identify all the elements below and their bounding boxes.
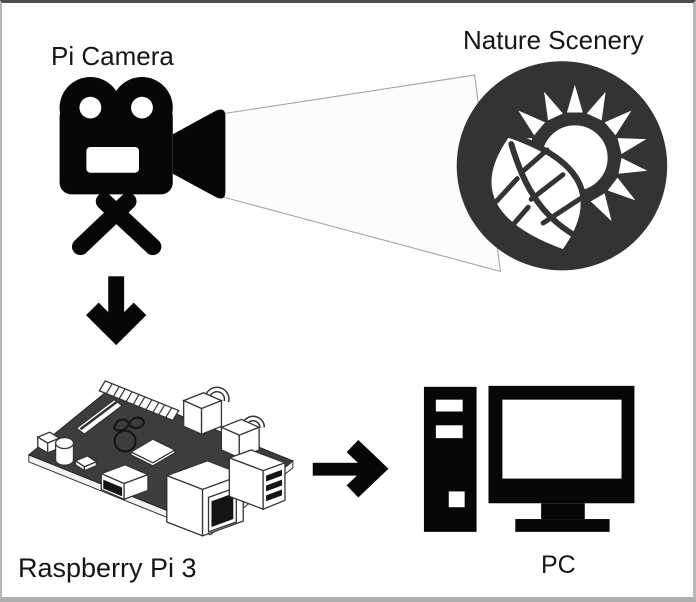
raspberry-logo-outline <box>113 416 146 453</box>
down-arrow-icon <box>86 276 147 346</box>
right-arrow-icon <box>312 439 389 498</box>
pc-tower-button <box>448 491 465 508</box>
raspberry-pi-label: Raspberry Pi 3 <box>18 553 197 583</box>
usb-ports <box>227 449 287 511</box>
pc-screen <box>502 399 622 479</box>
camera-reel-hole-right <box>131 96 153 119</box>
pc-label: PC <box>541 551 576 579</box>
small-components <box>36 431 98 472</box>
leaf-veins <box>493 147 584 232</box>
video-camera-icon <box>59 77 226 256</box>
leaf-and-sun-icon <box>456 61 668 271</box>
connector-box-2 <box>219 415 266 459</box>
pc-tower-slot-2 <box>435 425 463 439</box>
gpio-header <box>98 380 180 422</box>
ethernet-port <box>164 460 246 537</box>
display-connector-shadow <box>79 400 118 431</box>
display-connector <box>75 398 124 435</box>
raspberry-pi-board-icon <box>27 380 294 537</box>
hdmi-port <box>99 464 150 501</box>
pc-tower-slot-1 <box>435 399 463 412</box>
soc-chip <box>129 438 177 464</box>
camera-tripod-legs <box>71 192 162 256</box>
sun-rays <box>504 84 648 222</box>
diagram-graphics <box>27 61 668 537</box>
gpio-pins <box>105 383 173 418</box>
nature-scenery-label: Nature Scenery <box>463 25 644 55</box>
pc-monitor-base <box>515 519 610 532</box>
connector-box-1 <box>182 386 230 436</box>
desktop-computer-icon <box>423 385 635 532</box>
pc-monitor-neck <box>541 503 585 520</box>
pi-camera-label: Pi Camera <box>51 41 174 71</box>
leaf-midrib <box>508 141 599 249</box>
camera-lens <box>172 109 226 199</box>
camera-slot <box>86 147 140 173</box>
camera-reel-hole-left <box>79 96 102 119</box>
